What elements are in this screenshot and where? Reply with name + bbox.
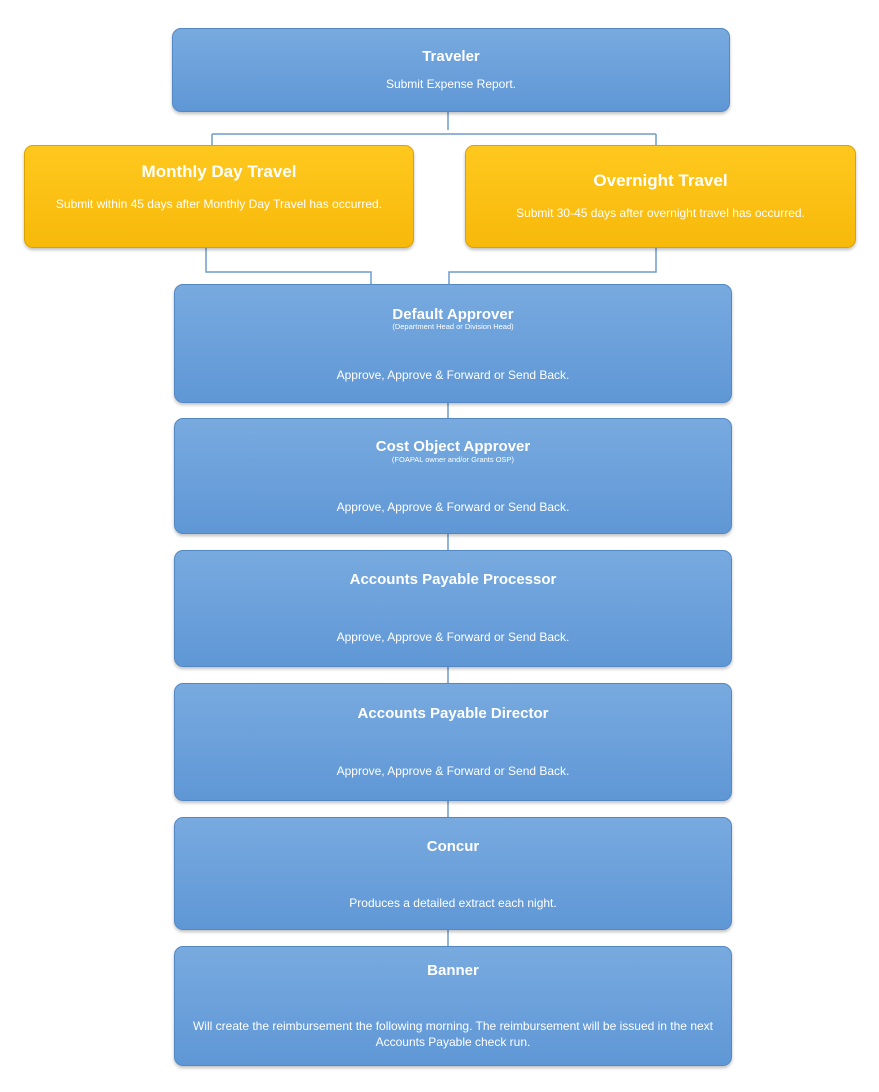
overnight-travel-box: Overnight Travel Submit 30-45 days after… bbox=[465, 145, 856, 248]
monthly-day-travel-box: Monthly Day Travel Submit within 45 days… bbox=[24, 145, 414, 248]
concur-box: Concur Produces a detailed extract each … bbox=[174, 817, 732, 930]
banner-title: Banner bbox=[427, 962, 479, 979]
default-approver-subtitle: (Department Head or Division Head) bbox=[392, 322, 514, 331]
cost-object-approver-title: Cost Object Approver bbox=[375, 438, 531, 455]
connector-monthly-merge bbox=[205, 248, 372, 284]
traveler-description: Submit Expense Report. bbox=[385, 77, 517, 91]
overnight-travel-title: Overnight Travel bbox=[593, 171, 728, 190]
connector-overnight-merge bbox=[448, 248, 657, 284]
overnight-travel-description: Submit 30-45 days after overnight travel… bbox=[516, 206, 805, 220]
traveler-title: Traveler bbox=[422, 48, 480, 65]
banner-description: Will create the reimbursement the follow… bbox=[192, 1019, 713, 1049]
cost-object-approver-description: Approve, Approve & Forward or Send Back. bbox=[336, 500, 570, 514]
monthly-day-travel-title: Monthly Day Travel bbox=[141, 162, 297, 181]
default-approver-title: Default Approver bbox=[392, 306, 514, 323]
ap-director-title: Accounts Payable Director bbox=[357, 705, 549, 722]
ap-director-box: Accounts Payable Director Approve, Appro… bbox=[174, 683, 732, 801]
concur-description: Produces a detailed extract each night. bbox=[349, 896, 557, 910]
traveler-box: Traveler Submit Expense Report. bbox=[172, 28, 730, 112]
cost-object-approver-box: Cost Object Approver (FOAPAL owner and/o… bbox=[174, 418, 732, 534]
ap-processor-box: Accounts Payable Processor Approve, Appr… bbox=[174, 550, 732, 667]
ap-director-description: Approve, Approve & Forward or Send Back. bbox=[336, 764, 570, 778]
default-approver-box: Default Approver (Department Head or Div… bbox=[174, 284, 732, 403]
connector-traveler-split bbox=[211, 112, 657, 146]
ap-processor-description: Approve, Approve & Forward or Send Back. bbox=[336, 630, 570, 644]
banner-box: Banner Will create the reimbursement the… bbox=[174, 946, 732, 1066]
ap-processor-title: Accounts Payable Processor bbox=[349, 571, 557, 588]
default-approver-description: Approve, Approve & Forward or Send Back. bbox=[336, 368, 570, 382]
concur-title: Concur bbox=[426, 838, 480, 855]
cost-object-approver-subtitle: (FOAPAL owner and/or Grants OSP) bbox=[391, 455, 515, 464]
monthly-day-travel-description: Submit within 45 days after Monthly Day … bbox=[55, 197, 383, 211]
